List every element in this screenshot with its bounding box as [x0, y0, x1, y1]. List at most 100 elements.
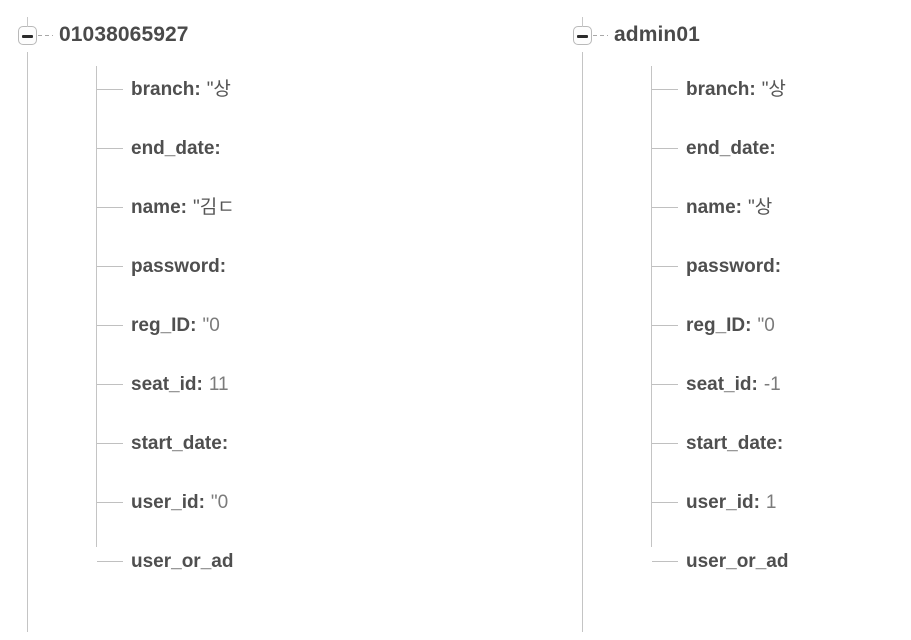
- child-value: "상: [761, 78, 786, 100]
- child-key: end_date: [686, 137, 770, 159]
- tree-root-row-01038065927[interactable]: 01038065927: [18, 16, 189, 52]
- root-dashed-connector: [593, 34, 608, 36]
- child-value: "상: [747, 196, 773, 218]
- child-colon: :: [196, 373, 203, 395]
- child-key: reg_ID: [686, 314, 746, 336]
- tree-child-row-start_date[interactable]: start_date:: [96, 414, 239, 473]
- tree-child-row-seat_id[interactable]: seat_id:-1: [651, 355, 794, 414]
- tree-child-row-reg_ID[interactable]: reg_ID:"0: [96, 296, 239, 355]
- child-key: branch: [686, 78, 750, 100]
- minus-glyph: [22, 34, 33, 38]
- child-key: start_date: [131, 432, 222, 454]
- child-key: name: [131, 196, 181, 218]
- child-elbow-connector: [97, 89, 123, 90]
- child-elbow-connector: [652, 325, 678, 326]
- child-key: seat_id: [131, 373, 197, 395]
- child-colon: :: [219, 255, 227, 277]
- tree-column-admin01: admin01 branch:"상 end_date: name:"상: [455, 0, 911, 640]
- child-key: password: [131, 255, 220, 277]
- child-elbow-connector: [97, 207, 123, 208]
- child-elbow-connector: [97, 384, 123, 385]
- child-elbow-connector: [652, 561, 678, 562]
- child-value: "0: [210, 491, 229, 513]
- tree-child-row-end_date[interactable]: end_date:: [651, 119, 794, 178]
- child-elbow-connector: [652, 148, 678, 149]
- child-colon: :: [221, 432, 229, 454]
- root-vertical-connector: [27, 52, 28, 632]
- tree-child-row-name[interactable]: name:"상: [651, 178, 794, 237]
- child-colon: :: [774, 255, 782, 277]
- collapse-minus-icon[interactable]: [18, 16, 37, 45]
- child-key: name: [686, 196, 736, 218]
- child-colon: :: [194, 78, 201, 100]
- minus-glyph: [577, 34, 588, 38]
- toggle-top-stub: [582, 16, 583, 27]
- child-key: password: [686, 255, 775, 277]
- child-elbow-connector: [97, 266, 123, 267]
- child-value: 11: [208, 373, 229, 395]
- child-colon: :: [214, 137, 221, 159]
- tree-child-row-name[interactable]: name:"김ㄷ: [96, 178, 239, 237]
- root-dashed-connector: [38, 34, 53, 36]
- child-elbow-connector: [652, 443, 678, 444]
- tree-child-row-user_id[interactable]: user_id:"0: [96, 473, 239, 532]
- tree-child-row-user_or_admin[interactable]: user_or_ad: [651, 532, 794, 591]
- tree-child-row-user_id[interactable]: user_id:1: [651, 473, 794, 532]
- child-vertical-connector: [96, 66, 97, 547]
- child-colon: :: [198, 491, 205, 513]
- child-colon: :: [749, 78, 756, 100]
- child-colon: :: [776, 432, 784, 454]
- child-colon: :: [753, 491, 760, 513]
- child-colon: :: [190, 314, 197, 336]
- child-key: user_id: [686, 491, 754, 513]
- collapse-minus-icon[interactable]: [573, 16, 592, 45]
- child-value: "0: [202, 314, 220, 336]
- tree-root-label: admin01: [614, 23, 700, 46]
- child-colon: :: [751, 373, 758, 395]
- child-elbow-connector: [97, 561, 123, 562]
- child-key: user_or_ad: [131, 550, 234, 572]
- child-value: "상: [206, 78, 231, 100]
- child-elbow-connector: [97, 502, 123, 503]
- child-key: user_or_ad: [686, 550, 789, 572]
- child-colon: :: [180, 196, 187, 218]
- child-elbow-connector: [652, 89, 678, 90]
- child-value: "김ㄷ: [192, 196, 235, 218]
- tree-root-label: 01038065927: [59, 23, 189, 46]
- child-elbow-connector: [652, 502, 678, 503]
- toggle-top-stub: [27, 16, 28, 27]
- child-elbow-connector: [97, 325, 123, 326]
- child-key: end_date: [131, 137, 215, 159]
- child-key: branch: [131, 78, 195, 100]
- child-elbow-connector: [652, 207, 678, 208]
- child-colon: :: [735, 196, 742, 218]
- child-value: "0: [757, 314, 775, 336]
- child-list-01038065927: branch:"상 end_date: name:"김ㄷ password:: [96, 60, 239, 591]
- child-list-admin01: branch:"상 end_date: name:"상 password:: [651, 60, 794, 591]
- tree-child-row-end_date[interactable]: end_date:: [96, 119, 239, 178]
- child-key: seat_id: [686, 373, 752, 395]
- child-key: user_id: [131, 491, 199, 513]
- tree-column-01038065927: 01038065927 branch:"상 end_date: name:"김ㄷ: [0, 0, 455, 640]
- child-colon: :: [745, 314, 752, 336]
- tree-child-row-branch[interactable]: branch:"상: [96, 60, 239, 119]
- child-key: start_date: [686, 432, 777, 454]
- tree-child-row-branch[interactable]: branch:"상: [651, 60, 794, 119]
- tree-child-row-start_date[interactable]: start_date:: [651, 414, 794, 473]
- child-vertical-connector: [651, 66, 652, 547]
- child-elbow-connector: [652, 384, 678, 385]
- tree-child-row-password[interactable]: password:: [651, 237, 794, 296]
- root-vertical-connector: [582, 52, 583, 632]
- child-value: -1: [763, 373, 781, 395]
- child-elbow-connector: [652, 266, 678, 267]
- child-value: 1: [765, 491, 777, 513]
- tree-child-row-seat_id[interactable]: seat_id:11: [96, 355, 239, 414]
- child-elbow-connector: [97, 148, 123, 149]
- tree-child-row-user_or_admin[interactable]: user_or_ad: [96, 532, 239, 591]
- child-key: reg_ID: [131, 314, 191, 336]
- tree-child-row-reg_ID[interactable]: reg_ID:"0: [651, 296, 794, 355]
- child-colon: :: [769, 137, 776, 159]
- tree-child-row-password[interactable]: password:: [96, 237, 239, 296]
- tree-root-row-admin01[interactable]: admin01: [573, 16, 700, 52]
